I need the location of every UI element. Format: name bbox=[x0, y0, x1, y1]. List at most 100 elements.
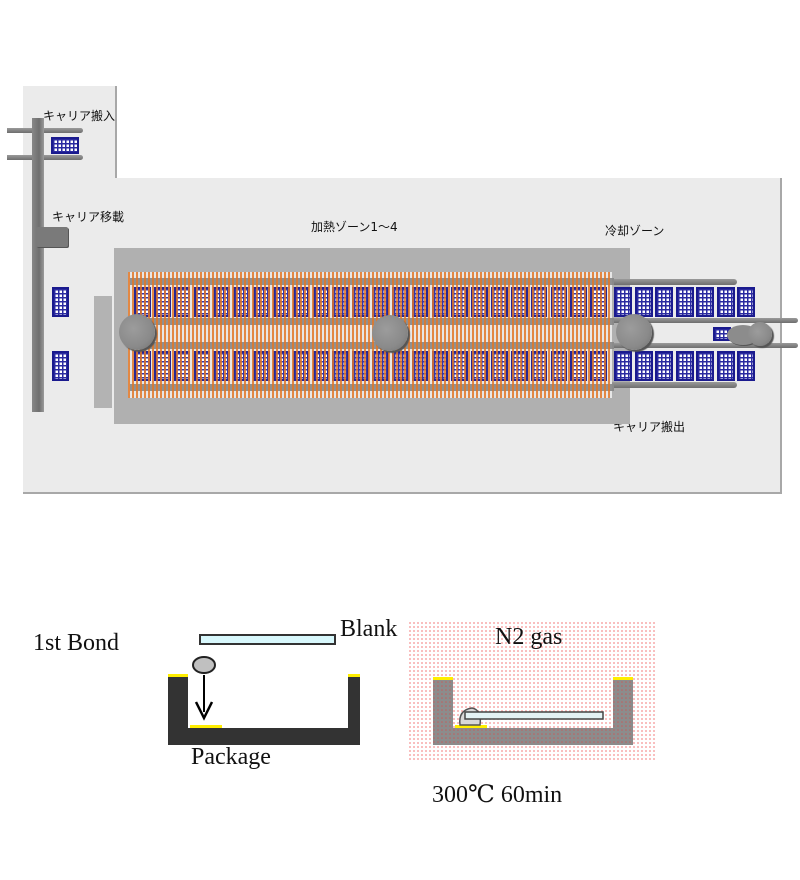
mount-pad bbox=[190, 725, 222, 728]
heating-carrier bbox=[570, 351, 588, 381]
roller-middle bbox=[372, 315, 408, 351]
heating-carrier bbox=[134, 287, 151, 317]
bond-illustration bbox=[168, 634, 360, 745]
heating-rail-bottom bbox=[130, 384, 614, 391]
roller-cooling bbox=[616, 314, 652, 350]
bond-diagram: 1st Bond Blank Package bbox=[0, 600, 420, 800]
cooling-carrier bbox=[675, 287, 694, 317]
cooling-carrier bbox=[655, 351, 673, 381]
heating-carrier bbox=[213, 287, 231, 317]
cooling-carrier bbox=[655, 287, 673, 317]
cooling-rail-4 bbox=[612, 382, 737, 388]
heating-carrier bbox=[153, 287, 171, 317]
heating-carrier bbox=[193, 351, 211, 381]
heating-rail-mid-top bbox=[130, 318, 614, 325]
blank-crystal bbox=[199, 634, 336, 645]
heating-carrier bbox=[590, 287, 607, 317]
heating-carrier bbox=[352, 351, 369, 381]
heating-carrier bbox=[193, 287, 211, 317]
cooling-carrier bbox=[675, 351, 694, 381]
heating-carrier bbox=[570, 287, 588, 317]
mounted-blank bbox=[464, 711, 604, 720]
package-label: Package bbox=[191, 744, 271, 770]
cooling-carrier bbox=[614, 351, 632, 381]
heating-carrier bbox=[173, 351, 191, 381]
heating-rail-top bbox=[130, 278, 614, 285]
carrier-in-label: キャリア搬入 bbox=[43, 109, 116, 123]
heating-carrier bbox=[510, 351, 528, 381]
package-body bbox=[168, 676, 360, 745]
heating-carrier bbox=[312, 287, 330, 317]
n2-gas-label: N2 gas bbox=[495, 624, 563, 650]
heating-carrier bbox=[332, 351, 350, 381]
cooling-carrier bbox=[614, 287, 632, 317]
exit-pusher-roller bbox=[748, 322, 772, 346]
carrier-incoming bbox=[51, 137, 79, 154]
heating-carrier bbox=[372, 287, 389, 317]
heating-carrier bbox=[233, 287, 250, 317]
heating-carrier bbox=[451, 287, 469, 317]
heating-carrier bbox=[391, 287, 409, 317]
carrier-waiting-lower bbox=[52, 351, 69, 381]
bond-step-label: 1st Bond bbox=[33, 630, 120, 656]
heating-carrier bbox=[391, 351, 409, 381]
package-pad-left bbox=[168, 674, 188, 677]
carrier-transfer-label: キャリア移載 bbox=[52, 210, 125, 224]
cooling-carrier bbox=[634, 351, 653, 381]
furnace-layout-diagram: キャリア搬入 キャリア移載 加熱ゾーン1～4 冷却ゾーン キャリア搬出 bbox=[7, 86, 798, 494]
heating-carrier bbox=[431, 287, 449, 317]
carrier-out-upper bbox=[737, 287, 755, 317]
heating-carrier bbox=[491, 351, 508, 381]
heating-carrier bbox=[292, 351, 310, 381]
heating-carrier bbox=[530, 287, 548, 317]
cured-package-body bbox=[433, 679, 633, 745]
heating-carrier bbox=[153, 351, 171, 381]
heating-carrier bbox=[173, 287, 191, 317]
blank-label: Blank bbox=[340, 616, 398, 642]
cooling-carrier bbox=[716, 287, 735, 317]
cure-condition-label: 300℃ 60min bbox=[432, 782, 563, 808]
heating-rail-mid-bottom bbox=[130, 342, 614, 349]
heating-carrier bbox=[590, 351, 607, 381]
heating-carrier bbox=[411, 287, 429, 317]
carrier-in-rail-bottom bbox=[7, 155, 83, 160]
heating-carrier bbox=[491, 287, 508, 317]
heating-carrier bbox=[292, 287, 310, 317]
carrier-waiting-upper bbox=[52, 287, 69, 317]
package-pad-right bbox=[348, 674, 360, 677]
heating-carrier bbox=[471, 287, 488, 317]
cooling-carrier bbox=[716, 351, 735, 381]
cooling-rail-2 bbox=[612, 318, 798, 323]
cured-pad-left bbox=[433, 677, 453, 680]
heating-carrier bbox=[332, 287, 350, 317]
cured-mount-pad bbox=[455, 725, 487, 728]
heating-carrier bbox=[253, 287, 270, 317]
heating-carrier bbox=[213, 351, 231, 381]
heating-carrier bbox=[272, 287, 290, 317]
cooling-carrier bbox=[696, 287, 714, 317]
cure-illustration bbox=[433, 677, 633, 745]
adhesive-dot bbox=[192, 656, 216, 674]
entrance-door bbox=[94, 296, 112, 408]
heating-carrier bbox=[530, 351, 548, 381]
drop-arrow-head-icon bbox=[194, 701, 214, 721]
cooling-carrier bbox=[696, 351, 714, 381]
heating-carrier bbox=[550, 351, 568, 381]
heating-carrier bbox=[431, 351, 449, 381]
transfer-shuttle bbox=[36, 227, 68, 247]
heating-carrier bbox=[253, 351, 270, 381]
heating-carrier bbox=[510, 287, 528, 317]
heating-carrier bbox=[411, 351, 429, 381]
heating-carrier bbox=[134, 351, 151, 381]
cooling-carrier bbox=[634, 287, 653, 317]
roller-entry bbox=[119, 314, 155, 350]
heating-carrier bbox=[451, 351, 469, 381]
heating-carrier bbox=[233, 351, 250, 381]
cured-pad-right bbox=[613, 677, 633, 680]
cooling-rail-1 bbox=[612, 279, 737, 285]
heating-carrier bbox=[550, 287, 568, 317]
heating-carrier bbox=[272, 351, 290, 381]
cooling-rail-3 bbox=[612, 343, 798, 348]
heating-carrier bbox=[352, 287, 369, 317]
cooling-zone-label: 冷却ゾーン bbox=[605, 224, 665, 238]
